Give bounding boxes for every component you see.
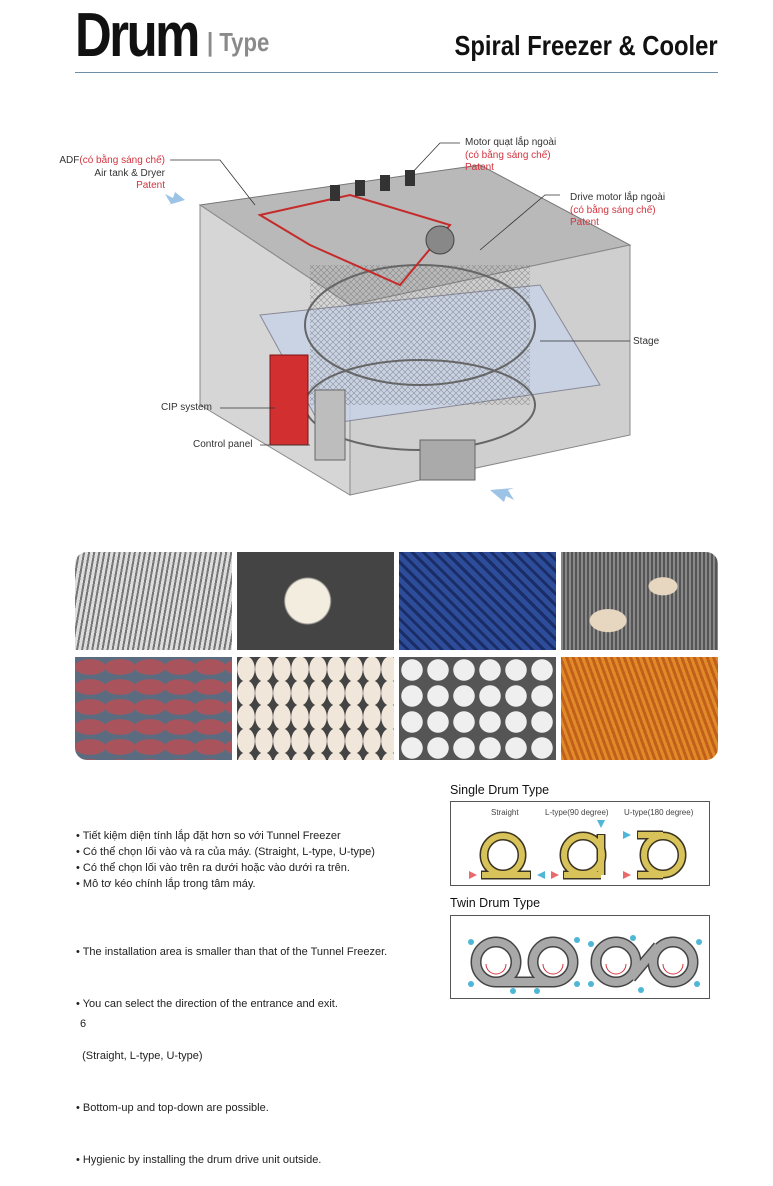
twin-drum-shapes — [468, 935, 702, 994]
features-en: • The installation area is smaller than … — [76, 908, 387, 1186]
photo-belt-sprocket — [237, 552, 394, 650]
photo-pizza-conveyor — [561, 552, 718, 650]
type-straight-label: Straight — [491, 808, 519, 817]
single-drum-diagram: Straight L-type(90 degree) U-type(180 de… — [450, 801, 710, 886]
feature-item: • Bottom-up and top-down are possible. — [76, 1102, 269, 1114]
header-divider — [75, 72, 718, 73]
photo-wire-mesh-belt — [75, 552, 232, 650]
label-fan-motor: Motor quạt lắp ngoài(có bằng sáng chế)Pa… — [465, 137, 557, 173]
feature-item: • The installation area is smaller than … — [76, 946, 388, 958]
twin-drum-diagram — [450, 915, 710, 999]
photo-burger-patties — [75, 657, 232, 760]
feature-item: • Có thể chọn lối vào trên ra dưới hoặc … — [76, 862, 350, 874]
feature-item: • Hygienic by installing the drum drive … — [76, 1154, 322, 1166]
page-subtitle: | Type — [207, 27, 270, 57]
feature-item: (Straight, L-type, U-type) — [76, 1050, 203, 1062]
single-drum-title: Single Drum Type — [450, 783, 550, 797]
feature-item: • Có thể chọn lối vào và ra của máy. (St… — [76, 846, 375, 858]
type-l-label: L-type(90 degree) — [545, 808, 609, 817]
feature-item: • You can select the direction of the en… — [76, 998, 338, 1010]
photo-breaded-cutlets — [561, 657, 718, 760]
spiral-freezer-illustration — [165, 142, 632, 502]
feature-item: • Tiết kiệm diện tính lắp đặt hơn so với… — [76, 830, 341, 842]
page-title: Drum — [75, 1, 200, 70]
type-u-label: U-type(180 degree) — [624, 808, 694, 817]
feature-item: • Mô tơ kéo chính lắp trong tâm máy. — [76, 878, 256, 890]
features-vi: • Tiết kiệm diện tính lắp đặt hơn so với… — [76, 828, 375, 892]
label-stage: Stage — [633, 336, 660, 347]
label-control-panel: Control panel — [193, 439, 253, 450]
twin-drum-title: Twin Drum Type — [450, 896, 541, 910]
label-cip: CIP system — [161, 402, 212, 413]
product-title: Spiral Freezer & Cooler — [454, 30, 718, 61]
label-drive-motor: Drive motor lắp ngoài(có bằng sáng chế)P… — [570, 192, 666, 228]
page-number: 6 — [80, 1018, 87, 1030]
photo-buns — [399, 657, 556, 760]
single-drum-shapes — [469, 820, 687, 880]
photo-dumplings — [237, 657, 394, 760]
photo-plastic-modular-belt — [399, 552, 556, 650]
